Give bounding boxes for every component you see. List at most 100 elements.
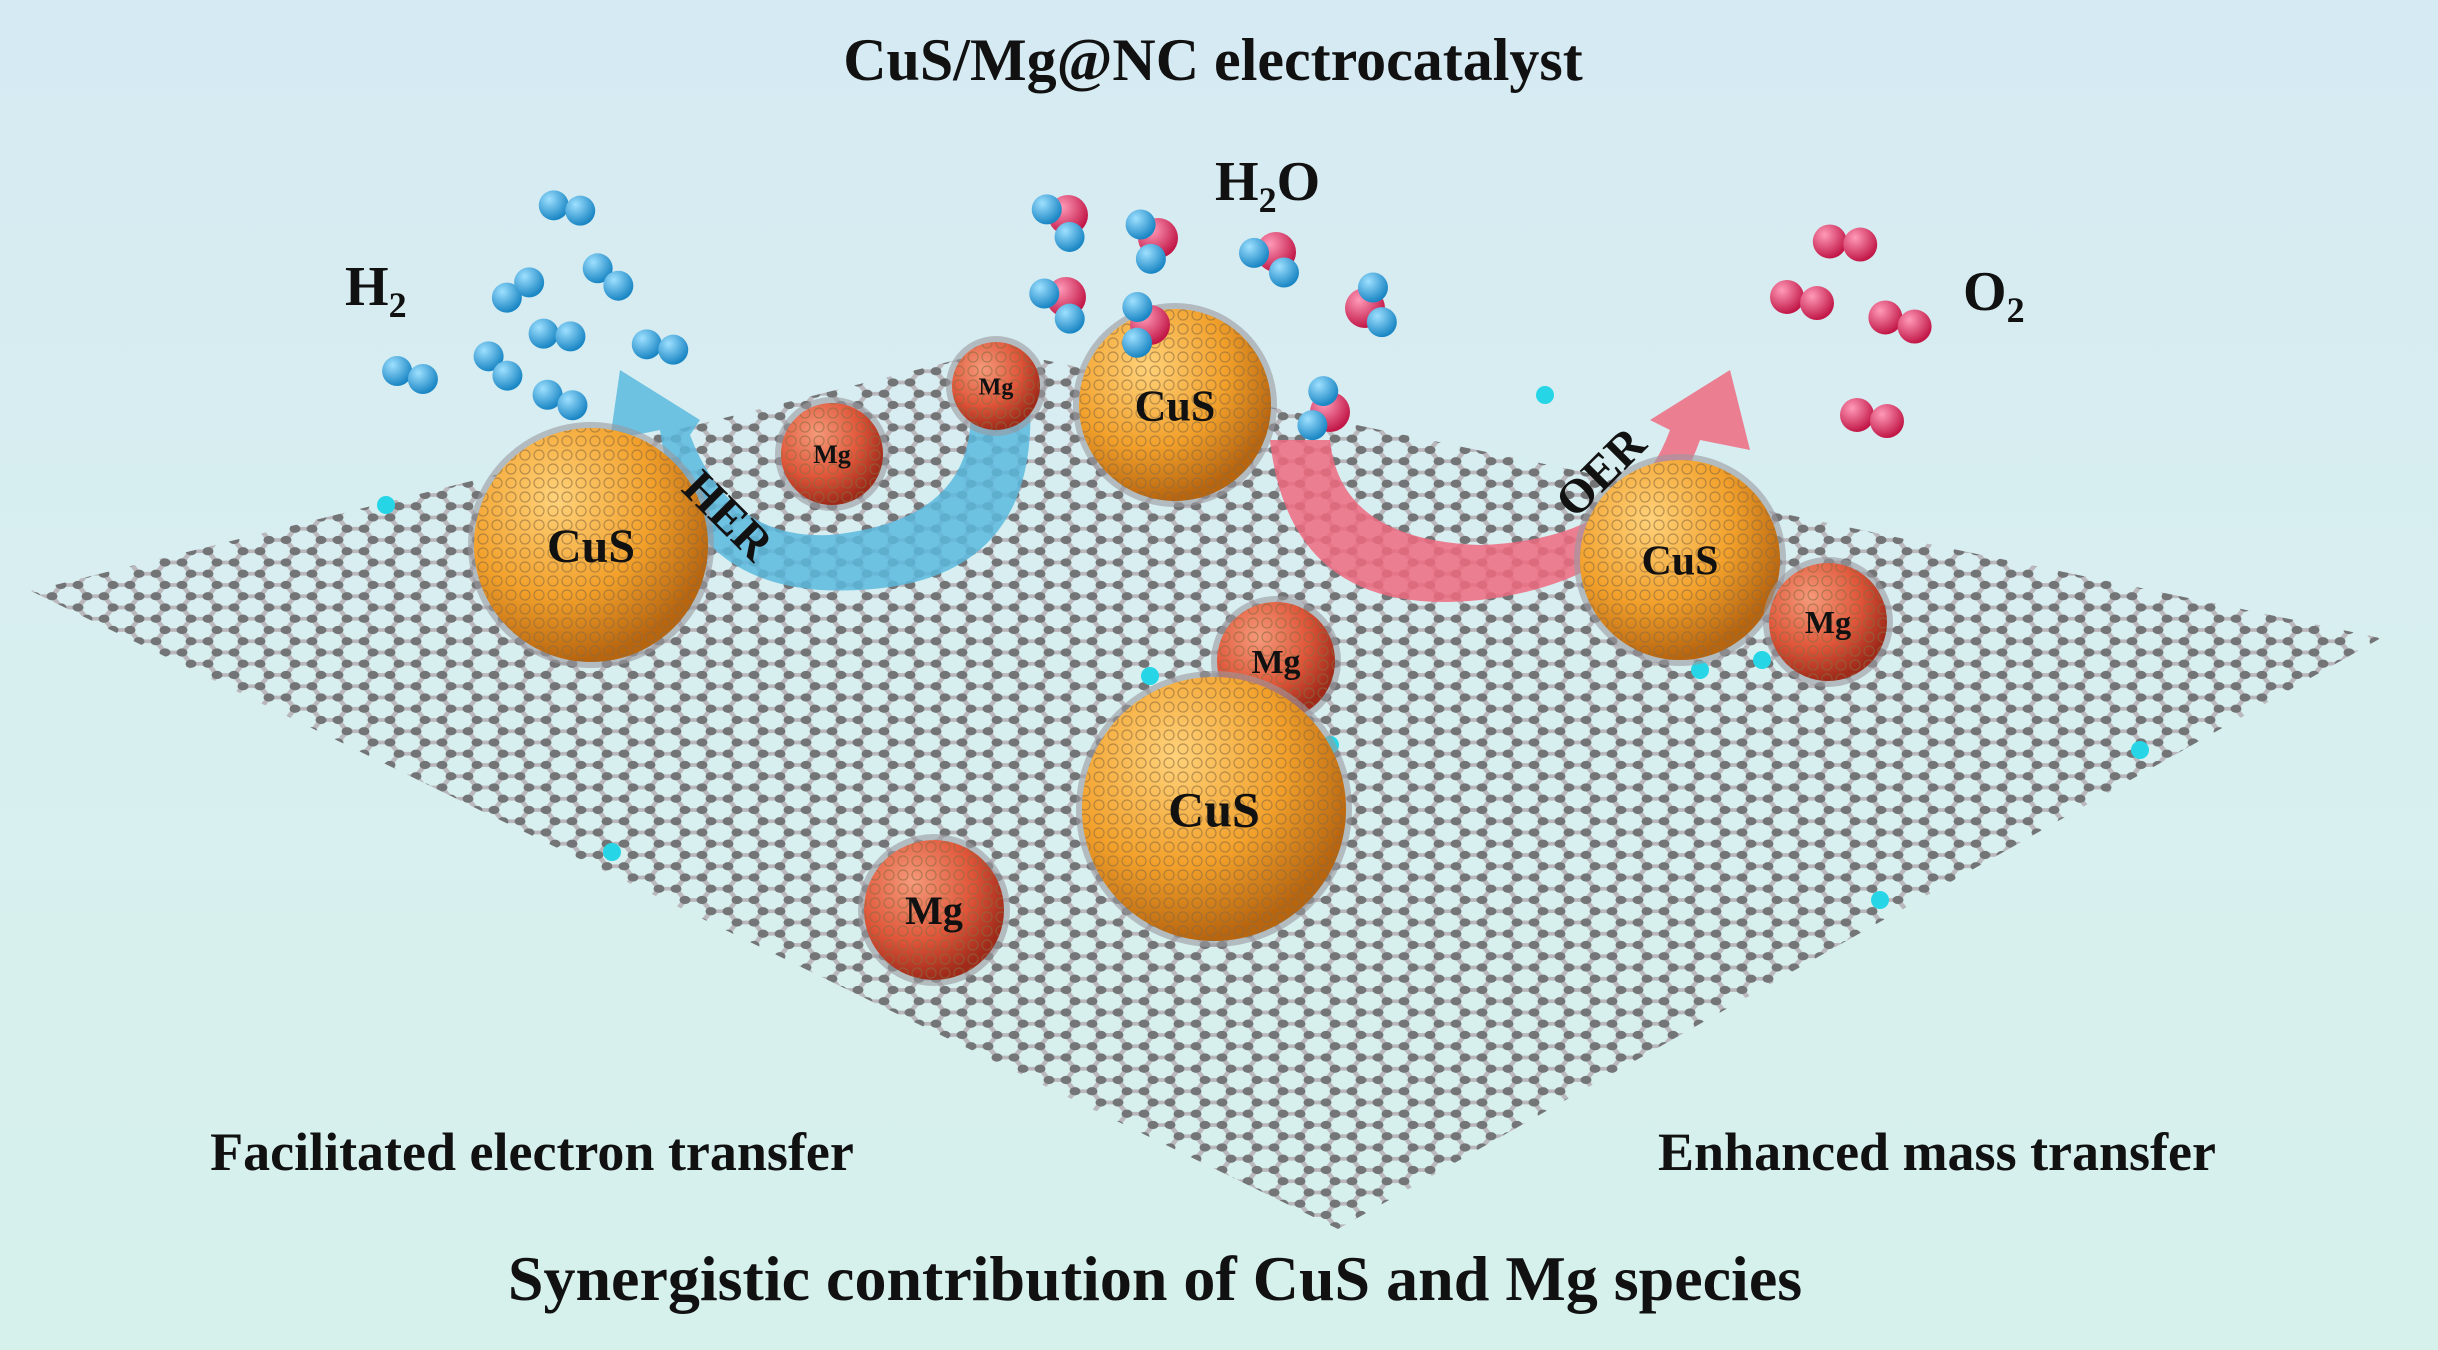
h2o-tail: O (1277, 151, 1321, 213)
atom (1868, 300, 1903, 335)
mg-particle: Mg (775, 397, 889, 511)
nitrogen-atom (1753, 651, 1771, 669)
oxygen-molecule (1840, 397, 1904, 439)
atom (582, 253, 613, 284)
mg-label: Mg (813, 440, 851, 469)
gas-molecules (382, 190, 1932, 441)
hydrogen-molecule (528, 318, 586, 352)
hydrogen-atom (1031, 194, 1062, 225)
hydrogen-atom (1054, 303, 1085, 334)
nitrogen-atom (1141, 667, 1159, 685)
hydrogen-molecule (491, 267, 545, 313)
atom (555, 321, 586, 352)
particle-cage (1079, 309, 1271, 501)
oxygen-molecule (1770, 279, 1834, 321)
hydrogen-atom (1297, 410, 1328, 441)
atom (1869, 404, 1904, 439)
particle-cage (1082, 677, 1346, 941)
water-molecule (1345, 272, 1397, 338)
h2-label: H2 (345, 256, 407, 325)
atom (538, 190, 569, 221)
h2-main: H (345, 256, 389, 318)
mg-label: Mg (979, 374, 1014, 400)
atom (382, 356, 413, 387)
nitrogen-atom (2131, 741, 2149, 759)
cus-particle: CuS (1076, 671, 1352, 947)
cus-label: CuS (1135, 381, 1216, 430)
atom (528, 318, 559, 349)
atom (1843, 227, 1878, 262)
water-molecule (1239, 232, 1299, 288)
her-arrow (610, 370, 1031, 591)
atom (532, 379, 563, 410)
hydrogen-atom (1054, 221, 1085, 252)
particle-cage (474, 428, 708, 662)
nitrogen-dopants (377, 386, 2149, 909)
atom (1897, 309, 1932, 344)
hydrogen-molecule (631, 329, 689, 365)
hydrogen-molecule (532, 379, 588, 421)
hydrogen-atom (1357, 272, 1388, 303)
mg-label: Mg (905, 888, 963, 933)
cus-label: CuS (1168, 782, 1260, 838)
hydrogen-atom (1239, 237, 1270, 268)
hydrogen-atom (1125, 209, 1156, 240)
hydrogen-molecule (538, 190, 596, 226)
o2-subscript: 2 (2007, 290, 2025, 330)
hydrogen-atom (1308, 376, 1339, 407)
cus-particle: CuS (468, 422, 714, 668)
particle-cage (864, 840, 1004, 980)
hydrogen-molecule (582, 253, 634, 301)
mg-particle: Mg (858, 834, 1010, 986)
atom (565, 195, 596, 226)
particle-cage (952, 342, 1040, 430)
water-molecule (1029, 277, 1086, 334)
o2-label: O2 (1963, 261, 2025, 330)
caption-left: Facilitated electron transfer (210, 1122, 854, 1182)
cus-label: CuS (547, 520, 635, 573)
caption-right: Enhanced mass transfer (1658, 1122, 2216, 1182)
h2-subscript: 2 (389, 285, 407, 325)
cus-particle: CuS (1073, 303, 1277, 507)
oer-arrow (1270, 370, 1750, 602)
diagram-title: CuS/Mg@NC electrocatalyst (843, 27, 1583, 93)
water-molecule (1125, 209, 1178, 274)
water-molecule (1297, 376, 1350, 441)
hydrogen-atom (1135, 243, 1166, 274)
nitrogen-atom (1536, 386, 1554, 404)
nitrogen-atom (603, 843, 621, 861)
nitrogen-atom (1871, 891, 1889, 909)
atom (658, 334, 689, 365)
hydrogen-atom (1029, 278, 1060, 309)
hydrogen-molecule (473, 341, 523, 391)
atom (631, 329, 662, 360)
h2o-subscript: 2 (1259, 180, 1277, 220)
atom (603, 270, 634, 301)
particle-cage (1580, 460, 1780, 660)
hydrogen-atom (1122, 291, 1153, 322)
mg-particle: Mg (946, 336, 1046, 436)
atom (1812, 224, 1847, 259)
nitrogen-atom (1691, 661, 1709, 679)
hydrogen-molecule (382, 356, 438, 394)
atom (491, 282, 522, 313)
hydrogen-atom (1268, 257, 1299, 288)
atom (1799, 286, 1834, 321)
water-molecule (1122, 291, 1170, 358)
caption-bottom: Synergistic contribution of CuS and Mg s… (508, 1243, 1802, 1314)
h2o-label: H2O (1215, 151, 1320, 220)
atom (473, 341, 504, 372)
atom (1840, 397, 1875, 432)
atom (492, 360, 523, 391)
hydrogen-atom (1366, 307, 1397, 338)
mg-label: Mg (1805, 604, 1851, 640)
atom (514, 267, 545, 298)
hydrogen-atom (1122, 327, 1153, 358)
cus-particle: CuS (1574, 454, 1786, 666)
particle-cage (1769, 563, 1887, 681)
oxygen-molecule (1868, 300, 1932, 344)
oxygen-molecule (1812, 224, 1878, 262)
atom (557, 390, 588, 421)
nitrogen-atom (377, 496, 395, 514)
